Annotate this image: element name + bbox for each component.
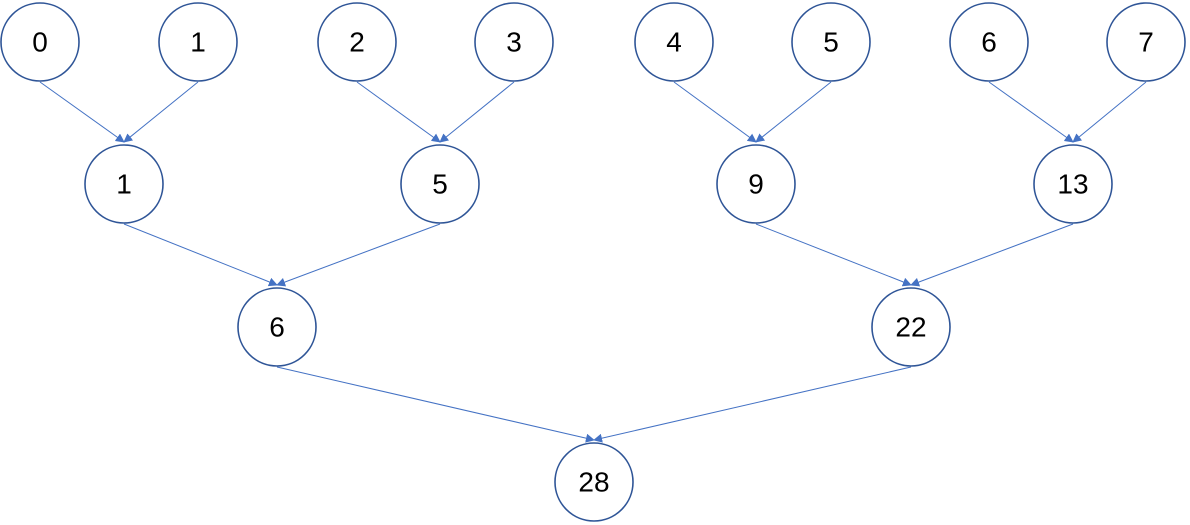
node-circle (634, 2, 714, 82)
tree-node-l1n0: 1 (84, 144, 164, 224)
node-circle (158, 2, 238, 82)
tree-node-l2n0: 6 (237, 287, 317, 367)
tree-node-l2n1: 22 (871, 287, 951, 367)
node-label: 9 (748, 169, 764, 200)
edge-arrow-l1n3-to-l2n1 (910, 223, 1074, 287)
node-circle (474, 2, 554, 82)
node-circle (554, 442, 634, 522)
edge-arrow-l0n4-to-l1n2 (673, 81, 757, 143)
node-label: 1 (116, 169, 132, 200)
node-label: 6 (981, 27, 997, 58)
node-circle (84, 144, 164, 224)
node-label: 1 (190, 27, 206, 58)
node-label: 6 (269, 312, 285, 343)
edge-arrow-l0n5-to-l1n2 (755, 81, 832, 143)
node-circle (237, 287, 317, 367)
node-label: 22 (895, 312, 926, 343)
tree-node-l1n1: 5 (400, 144, 480, 224)
node-circle (400, 144, 480, 224)
tree-node-l0n5: 5 (791, 2, 871, 82)
tree-node-l0n3: 3 (474, 2, 554, 82)
edge-arrow-l0n7-to-l1n3 (1072, 81, 1147, 143)
node-label: 2 (349, 27, 365, 58)
tree-node-l0n6: 6 (949, 2, 1029, 82)
node-label: 0 (32, 27, 48, 58)
tree-node-l0n1: 1 (158, 2, 238, 82)
node-label: 28 (578, 467, 609, 498)
edges-layer (39, 81, 1147, 443)
tree-node-l1n3: 13 (1033, 144, 1113, 224)
node-label: 7 (1138, 27, 1154, 58)
edge-arrow-l2n1-to-l3n0 (593, 366, 912, 443)
tree-node-l0n2: 2 (317, 2, 397, 82)
node-label: 5 (432, 169, 448, 200)
tree-node-l0n4: 4 (634, 2, 714, 82)
node-circle (0, 2, 80, 82)
node-circle (1106, 2, 1186, 82)
edge-arrow-l0n6-to-l1n3 (988, 81, 1074, 143)
node-label: 5 (823, 27, 839, 58)
edge-arrow-l2n0-to-l3n0 (276, 366, 595, 443)
node-circle (716, 144, 796, 224)
node-circle (1033, 144, 1113, 224)
node-circle (791, 2, 871, 82)
node-label: 4 (666, 27, 682, 58)
node-label: 13 (1057, 169, 1088, 200)
node-circle (871, 287, 951, 367)
tree-node-l0n0: 0 (0, 2, 80, 82)
edge-arrow-l0n3-to-l1n1 (439, 81, 515, 143)
tree-node-l3n0: 28 (554, 442, 634, 522)
edge-arrow-l1n0-to-l2n0 (123, 223, 278, 287)
edge-arrow-l0n1-to-l1n0 (123, 81, 199, 143)
tree-node-l1n2: 9 (716, 144, 796, 224)
edge-arrow-l0n2-to-l1n1 (356, 81, 441, 143)
node-circle (949, 2, 1029, 82)
node-circle (317, 2, 397, 82)
edge-arrow-l1n1-to-l2n0 (276, 223, 441, 287)
node-label: 3 (506, 27, 522, 58)
tree-node-l0n7: 7 (1106, 2, 1186, 82)
edge-arrow-l0n0-to-l1n0 (39, 81, 125, 143)
edge-arrow-l1n2-to-l2n1 (755, 223, 912, 287)
